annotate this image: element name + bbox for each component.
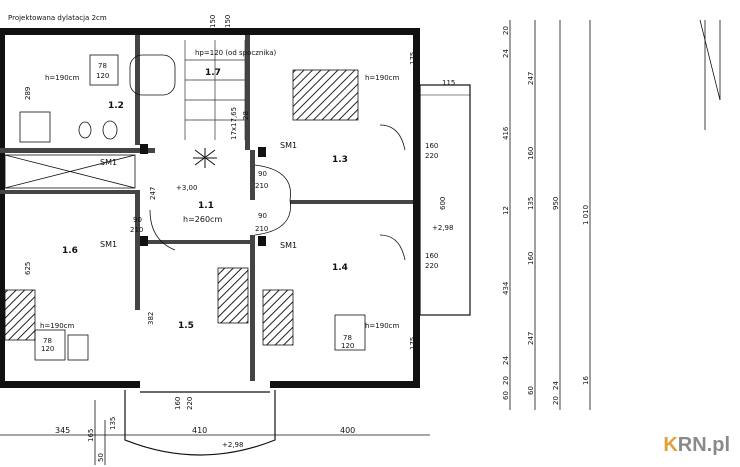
rdim-434: 434 — [502, 281, 510, 295]
interior-walls — [0, 35, 413, 381]
rdim-160-b: 160 — [527, 252, 535, 265]
window-220-b: 220 — [425, 262, 438, 270]
bay-window — [124, 390, 276, 456]
rdim-24-bottom: 24 — [502, 356, 510, 365]
rdim-12: 12 — [502, 206, 510, 215]
dimension-lines-right — [509, 19, 721, 410]
fixture-120-a: 120 — [96, 72, 109, 80]
rdim-60: 60 — [527, 386, 535, 395]
rdim-950: 950 — [552, 197, 560, 210]
rdim-1010: 1 010 — [582, 205, 590, 225]
logo-text: RN.pl — [677, 434, 730, 456]
room-1-3: 1.3 — [332, 155, 348, 165]
stair-note: hp=120 (od spocznika) — [195, 49, 277, 57]
door-210-c: 210 — [130, 226, 143, 234]
beds — [4, 69, 359, 346]
bath-fixtures — [19, 54, 366, 361]
outer-walls — [0, 28, 420, 388]
rdim-160-a: 160 — [527, 147, 535, 160]
door-90-c: 90 — [133, 216, 142, 224]
staircase — [184, 40, 246, 140]
rdim-247-top: 247 — [527, 72, 535, 85]
rdim-20-bottom: 20 — [502, 376, 510, 385]
doors — [149, 124, 406, 261]
window-160-a: 160 — [425, 142, 438, 150]
sm1-label-d: SM1 — [280, 241, 297, 250]
balcony-right — [419, 84, 471, 316]
room-1-1: 1.1 — [198, 201, 214, 211]
bdim-345: 345 — [55, 426, 70, 435]
fixture-78-b: 78 — [343, 334, 352, 342]
dim-382: 382 — [147, 312, 155, 325]
dimension-lines-bottom — [0, 400, 430, 465]
sm1-label-a: SM1 — [280, 141, 297, 150]
sm1-label-b: SM1 — [100, 158, 117, 167]
logo-mark: K — [663, 434, 678, 456]
columns — [140, 144, 266, 246]
star-marker — [193, 148, 217, 168]
rdim-60-bottom: 60 — [502, 391, 510, 400]
dim-289: 289 — [24, 87, 32, 100]
level-300: +3,00 — [176, 184, 197, 192]
room-height-label: h=260cm — [183, 215, 222, 224]
rdim-16: 16 — [582, 376, 590, 385]
fixture-78-a: 78 — [98, 62, 107, 70]
rdim-24-c: 24 — [552, 381, 560, 390]
fixture-78-c: 78 — [43, 337, 52, 345]
bed-height-a: h=190cm — [45, 74, 80, 82]
dim-115: 115 — [442, 79, 455, 87]
room-1-4: 1.4 — [332, 263, 348, 273]
stair-steps: 17x17,65 — [230, 107, 238, 140]
krn-logo: KRN.pl — [663, 434, 730, 457]
dim-160-bay: 160 — [174, 397, 182, 410]
bdim-410: 410 — [192, 426, 207, 435]
bdim-400: 400 — [340, 426, 355, 435]
fixture-120-c: 120 — [41, 345, 54, 353]
dim-175-top: 175 — [409, 52, 417, 65]
room-1-2: 1.2 — [108, 101, 124, 111]
room-1-5: 1.5 — [178, 321, 194, 331]
rdim-416: 416 — [502, 126, 510, 140]
rdim-20-c: 20 — [552, 396, 560, 405]
dim-625: 625 — [24, 262, 32, 275]
rdim-24-top: 24 — [502, 49, 510, 58]
dim-175-bottom: 175 — [409, 337, 417, 350]
level-298-right: +2,98 — [432, 224, 453, 232]
door-90-a: 90 — [258, 170, 267, 178]
rdim-247-bottom: 247 — [527, 332, 535, 345]
dim-150-a: 150 — [209, 15, 217, 28]
sm1-label-c: SM1 — [100, 240, 117, 249]
room-1-7: 1.7 — [205, 68, 221, 78]
bdim-165: 165 — [87, 429, 95, 442]
bed-height-b: h=190cm — [365, 74, 400, 82]
dim-600: 600 — [439, 197, 447, 210]
window-160-b: 160 — [425, 252, 438, 260]
dilatation-note: Projektowana dylatacja 2cm — [8, 14, 107, 22]
door-210-b: 210 — [255, 225, 268, 233]
dim-28: 28 — [242, 111, 250, 120]
bdim-135: 135 — [109, 417, 117, 430]
rdim-20-top: 20 — [502, 26, 510, 35]
bdim-50: 50 — [97, 453, 105, 462]
room-1-6: 1.6 — [62, 246, 78, 256]
dim-247-mid: 247 — [149, 187, 157, 200]
rdim-135: 135 — [527, 197, 535, 210]
fixture-120-b: 120 — [341, 342, 354, 350]
bed-height-c: h=190cm — [40, 322, 75, 330]
dim-220-bay: 220 — [186, 397, 194, 410]
bed-height-d: h=190cm — [365, 322, 400, 330]
door-90-b: 90 — [258, 212, 267, 220]
window-220-a: 220 — [425, 152, 438, 160]
level-298-bottom: +2,98 — [222, 441, 243, 449]
door-210-a: 210 — [255, 182, 268, 190]
dim-150-b: 150 — [224, 15, 232, 28]
